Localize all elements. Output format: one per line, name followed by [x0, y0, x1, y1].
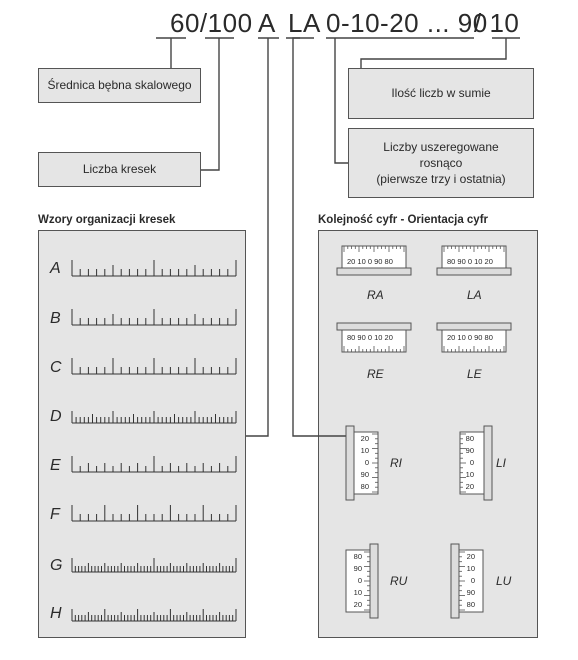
scale-li-digit: 80 [465, 434, 474, 443]
pattern-label-a: A [50, 260, 61, 277]
pattern-label-g: G [50, 557, 63, 574]
pattern-label-b: B [50, 310, 61, 327]
scale-lu-digit: 90 [466, 588, 475, 597]
scale-ra-base [336, 267, 412, 276]
scale-le-base [436, 322, 512, 331]
diameter-box: Średnica bębna skalowego [38, 68, 201, 103]
orientation-label-le: LE [467, 367, 482, 381]
scale-ri-digit: 0 [364, 458, 369, 467]
line-count-box: Liczba kresek [38, 152, 201, 187]
connector-numbers [334, 38, 348, 164]
scale-li-digit: 20 [465, 482, 474, 491]
scale-ri-digit: 20 [360, 434, 369, 443]
orientation-label-lu: LU [496, 574, 512, 588]
scale-ru-digit: 10 [353, 588, 362, 597]
scale-ru-digit: 80 [353, 552, 362, 561]
scale-lu-digit: 10 [466, 564, 475, 573]
scale-ru-digit: 90 [353, 564, 362, 573]
pattern-label-d: D [50, 408, 62, 425]
sorted-numbers-box: Liczby uszeregowane rosnąco (pierwsze tr… [348, 128, 534, 198]
numbers-in-sum-label: Ilość liczb w sumie [391, 86, 491, 101]
tick-patterns [71, 260, 237, 622]
scale-re-base [336, 322, 412, 331]
scale-la-digits: 80 90 0 10 20 [447, 257, 493, 266]
scale-li-digit: 90 [465, 446, 474, 455]
scale-ru-base [369, 543, 379, 619]
patterns-panel [38, 230, 246, 638]
scale-la-base [436, 267, 512, 276]
code-part-pattern: A [258, 8, 276, 38]
pattern-label-h: H [50, 605, 62, 622]
diameter-label: Średnica bębna skalowego [47, 78, 192, 93]
patterns-heading: Wzory organizacji kresek [38, 214, 176, 226]
scale-ru-digit: 0 [357, 576, 362, 585]
scale-lu-digit: 80 [466, 600, 475, 609]
scale-re-digits: 80 90 0 10 20 [347, 333, 393, 342]
connector-orientation [292, 37, 346, 437]
code-part-diameter: 60/100 [170, 8, 253, 38]
scale-lu-digit: 20 [466, 552, 475, 561]
scale-li-digit: 0 [469, 458, 474, 467]
connector-sum [360, 38, 507, 68]
scale-ru-digit: 20 [353, 600, 362, 609]
connector-count [201, 38, 220, 171]
scale-le-digits: 20 10 0 90 80 [447, 333, 493, 342]
code-part-count: / 10 [474, 8, 520, 38]
orientation-heading: Kolejność cyfr - Orientacja cyfr [318, 214, 489, 226]
pattern-label-f: F [50, 506, 60, 523]
scale-ri-digit: 10 [360, 446, 369, 455]
scale-lu-digit: 0 [470, 576, 475, 585]
pattern-label-c: C [50, 359, 62, 376]
orientation-label-ra: RA [367, 288, 384, 302]
orientation-label-li: LI [496, 456, 507, 470]
code-part-numbers: 0-10-20 ... 90 [326, 8, 488, 38]
sorted-numbers-label: Liczby uszeregowane rosnąco (pierwsze tr… [376, 139, 506, 187]
connector-pattern [246, 38, 269, 437]
scale-li-base [483, 425, 493, 501]
code-part-orientation: LA [288, 8, 321, 38]
orientation-label-la: LA [467, 288, 482, 302]
orientation-label-ri: RI [390, 456, 402, 470]
scale-ra-digits: 20 10 0 90 80 [347, 257, 393, 266]
scale-ri-digit: 90 [360, 470, 369, 479]
scale-ri-digit: 80 [360, 482, 369, 491]
line-count-label: Liczba kresek [82, 162, 157, 177]
numbers-in-sum-box: Ilość liczb w sumie [348, 68, 534, 119]
pattern-label-e: E [50, 457, 61, 474]
orientation-label-ru: RU [390, 574, 408, 588]
orientation-label-re: RE [367, 367, 384, 381]
scale-li-digit: 10 [465, 470, 474, 479]
